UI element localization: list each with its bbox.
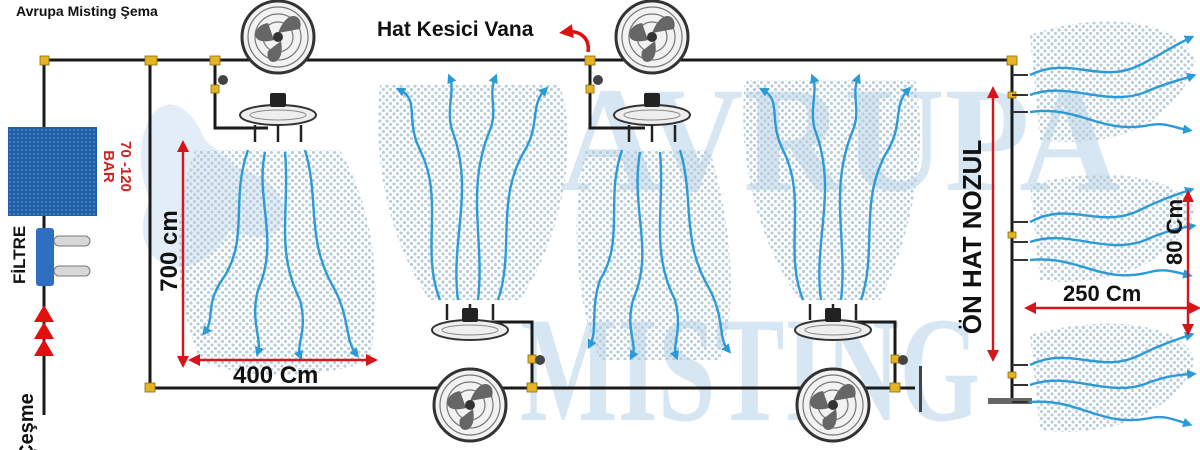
valve-label: Hat Kesici Vana [377,18,534,41]
source-label: Çeşme [16,393,38,450]
front-nozzles [1012,74,1028,403]
filter-label: FİLTRE [10,225,29,284]
curved-arrow-icon [559,24,590,53]
fan2-feed [588,60,645,130]
fan-icon [795,367,871,443]
width-label: 400 Cm [233,362,319,389]
pressure-unit: BAR [100,150,117,183]
diagram-title: Avrupa Misting Şema [16,3,158,19]
front-line-base [988,398,1032,404]
fan-units [239,0,872,443]
pipe-network [42,58,1014,415]
triangle-icon [34,305,54,356]
front-height-label: 80 Cm [1162,198,1187,266]
pressure-value: 70 -120 [117,141,134,192]
height-label: 700 cm [156,210,183,292]
filter-block [8,127,97,216]
dimension-lines [177,86,1200,368]
mist-streams [202,35,1197,428]
fan1-feed [213,60,268,130]
fan3-feed [480,320,534,388]
front-width-label: 250 Cm [1063,281,1142,306]
fan-icon [614,0,690,75]
fan-icon [240,0,316,75]
pipe-fittings [39,55,1018,393]
fan-icon [432,367,508,443]
end-cap [919,366,922,412]
filter-housing [36,228,91,286]
front-line-label: ÖN HAT NOZUL [957,139,987,335]
nozzle-ring-icon [239,92,317,126]
pressure-label: 70 -120 BAR [100,141,134,192]
pipe-valves [218,75,908,365]
